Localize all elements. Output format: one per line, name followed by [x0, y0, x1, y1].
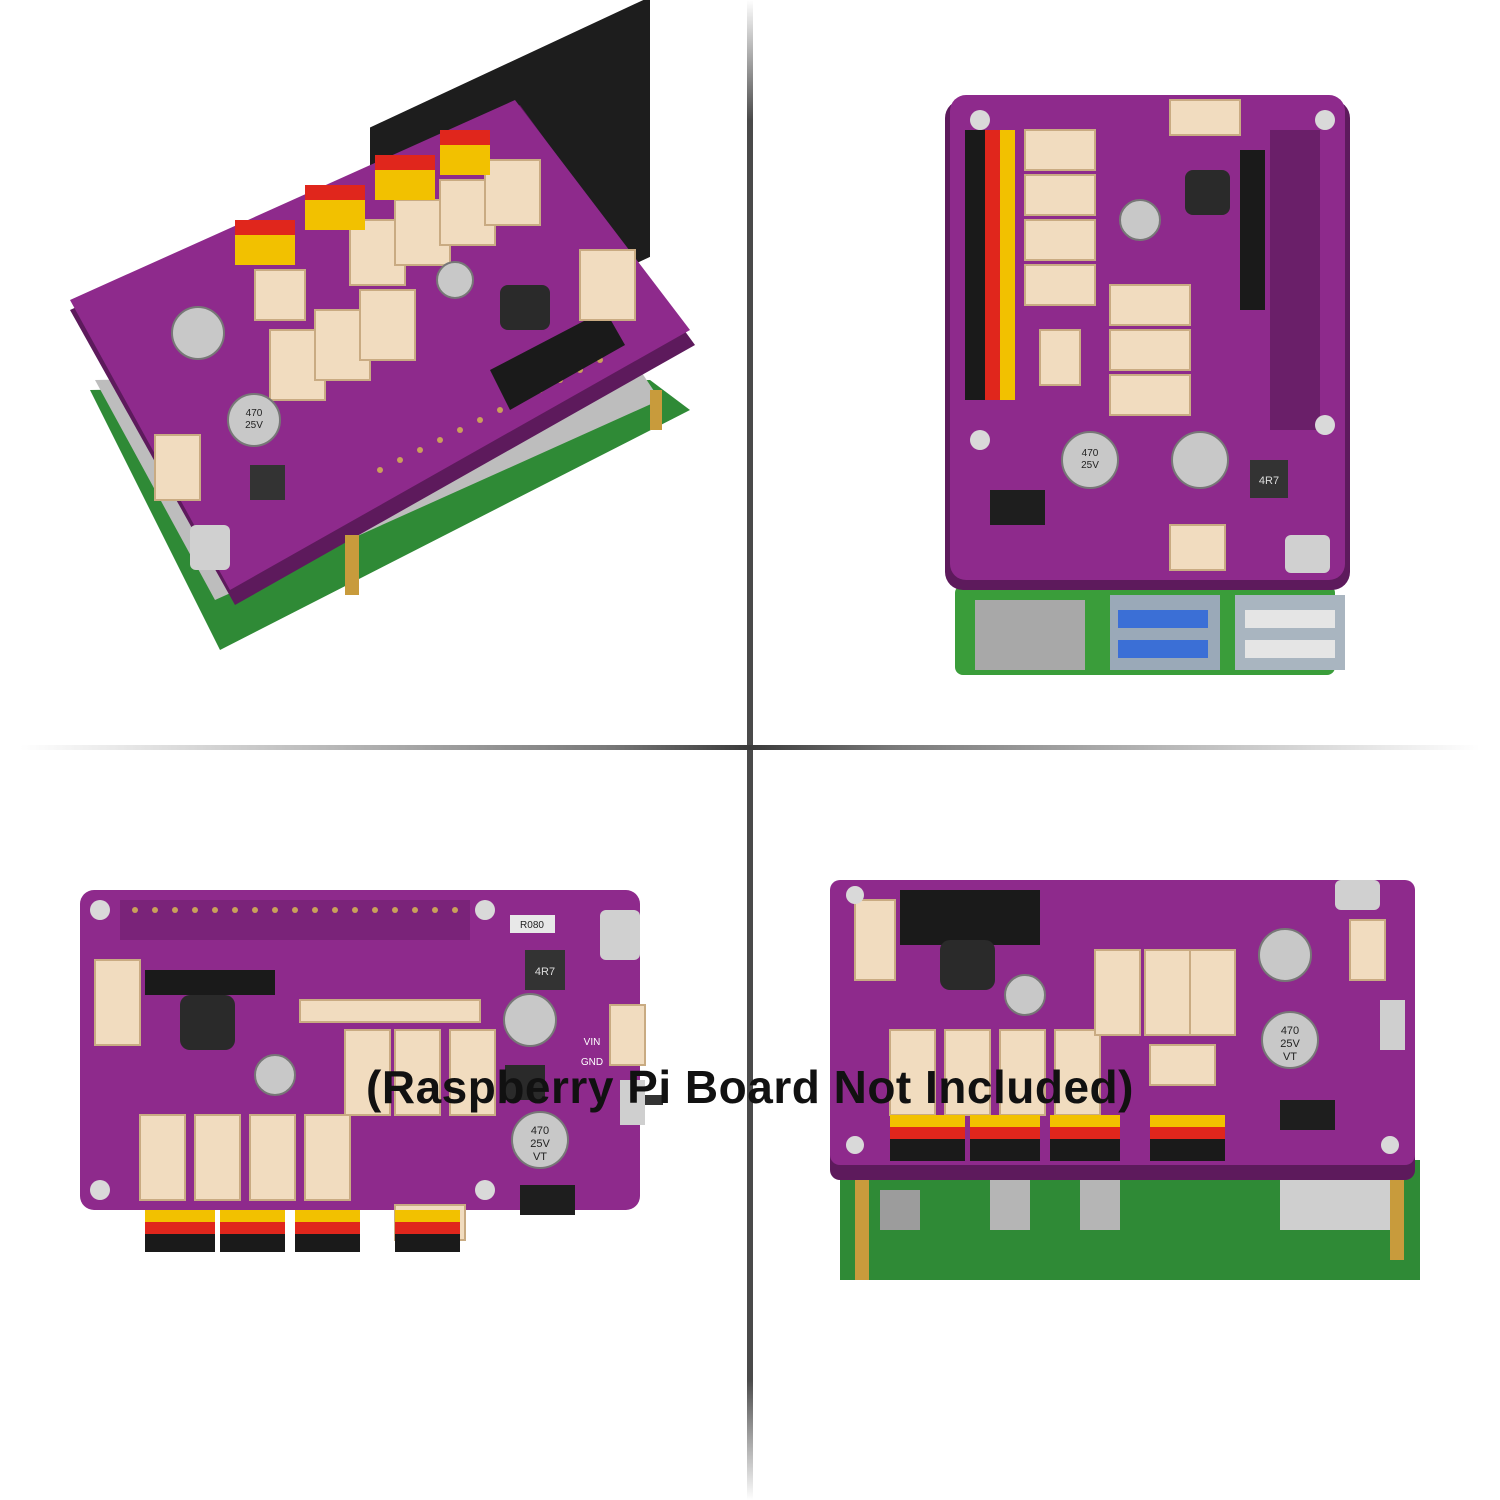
vin-label: VIN	[584, 1037, 601, 1048]
resistor-label: R080	[520, 920, 544, 931]
cap-label: VT	[1283, 1051, 1297, 1063]
cap-label: 470	[1082, 448, 1099, 459]
vertical-divider	[747, 0, 753, 1500]
inductor-label: 4R7	[535, 966, 555, 978]
cap-label: 470	[531, 1125, 549, 1137]
cap-label: 25V	[1081, 460, 1099, 471]
cap-label: VT	[533, 1151, 547, 1163]
cap-label: 25V	[530, 1138, 550, 1150]
cap-label: 470	[1281, 1025, 1299, 1037]
inductor-label: 4R7	[1259, 475, 1279, 487]
horizontal-divider	[20, 745, 1480, 750]
cap-label: 25V	[245, 420, 263, 431]
photo-angled-front-left: 470 25V	[0, 0, 740, 740]
photo-top-down-on-pi: 470 25V 4R7	[760, 0, 1500, 740]
cap-label: 25V	[1280, 1038, 1300, 1050]
gnd-label: GND	[581, 1057, 603, 1068]
cap-label: 470	[246, 408, 263, 419]
caption: (Raspberry Pi Board Not Included)	[366, 1061, 1134, 1113]
photo-flat-top: 470 25V VT 4R7 R080 VIN GND	[0, 760, 740, 1500]
photo-angled-front-right: 470 25V VT	[760, 760, 1500, 1500]
